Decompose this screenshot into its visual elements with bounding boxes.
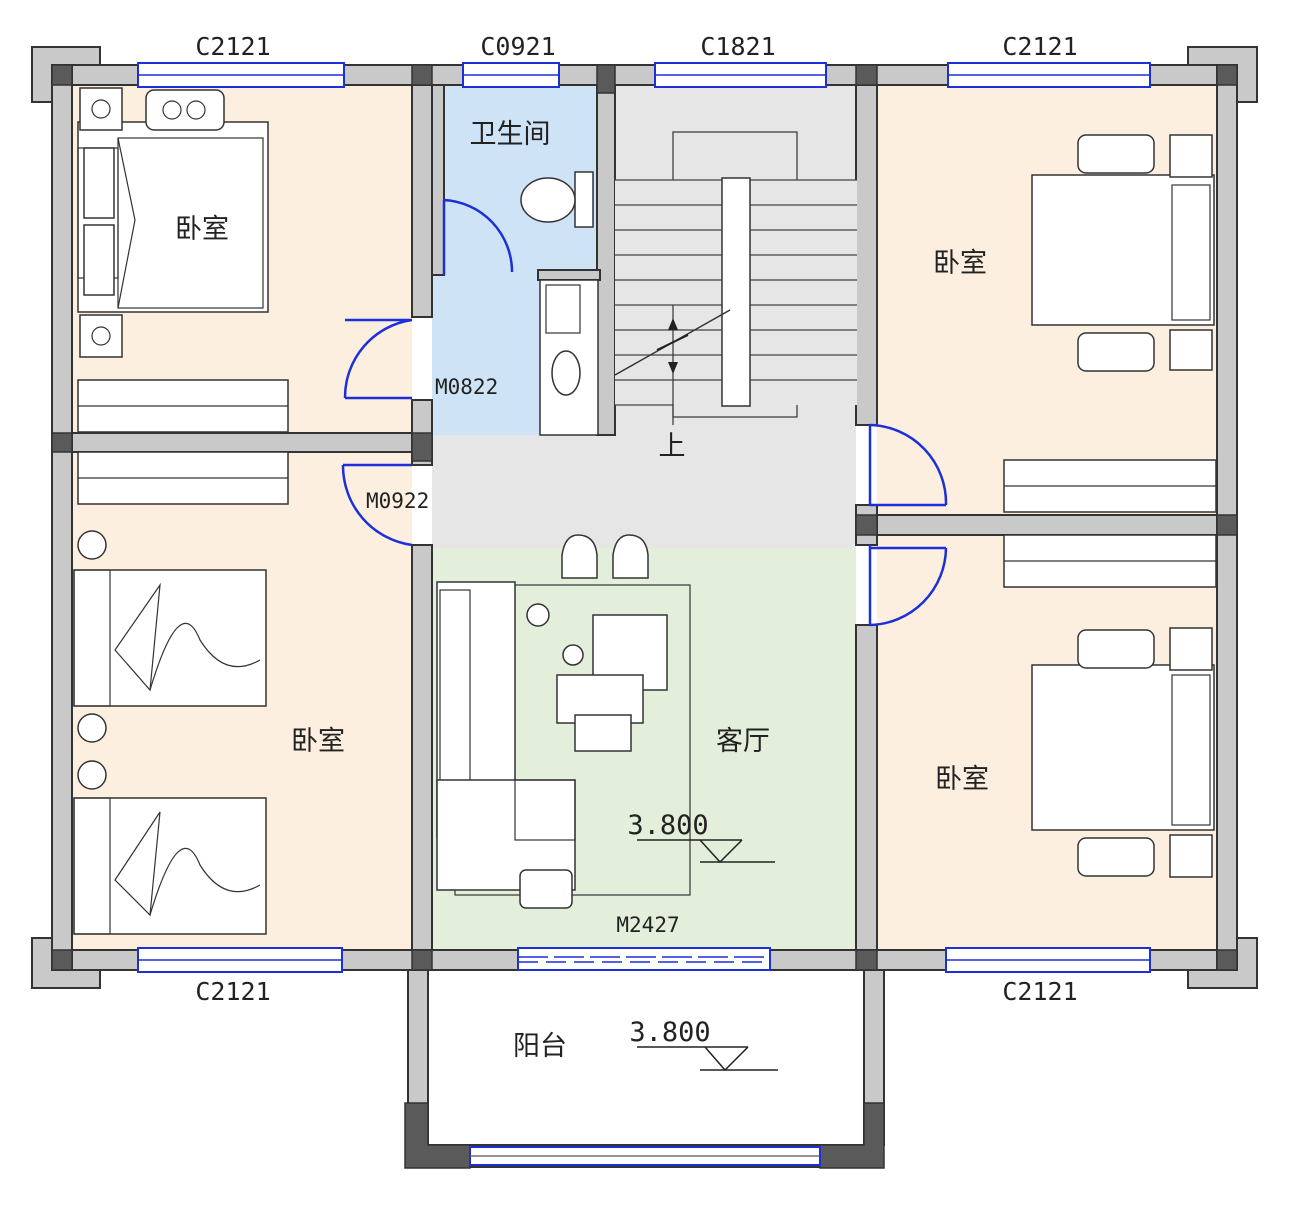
armchair [145,89,225,131]
wall-v-right-lower [855,624,878,951]
window-label-top-left: C2121 [195,32,270,61]
lamp [77,760,107,790]
column-balcony-right [819,1102,885,1169]
room-label-bedroom-nw: 卧室 [175,214,229,245]
nightstand [79,314,123,358]
chaise [436,779,576,891]
wall-v-right-upper [855,84,878,426]
room-label-balcony: 阳台 [513,1031,567,1062]
room-label-living: 客厅 [716,726,770,757]
stair-up-label: 上 [659,431,686,462]
elevation-label-balcony: 3.800 [629,1017,710,1048]
chair [574,714,632,752]
room-label-bathroom: 卫生间 [470,119,551,150]
column [1216,514,1238,536]
columns [51,64,1238,1169]
door-m0922 [341,463,413,547]
wall-v-left-lower [411,544,433,951]
column [411,949,433,971]
door-label-m2427: M2427 [616,913,679,937]
double-bed [1031,174,1215,326]
wall-v-stair-left [596,84,616,436]
column [855,64,878,86]
column [51,432,73,453]
side-table [562,644,584,666]
armchair [1077,332,1155,372]
bar-stool [561,534,598,579]
door-bath [442,198,514,275]
column [855,514,878,536]
armchair [1077,629,1155,669]
balcony-floor [428,970,864,1145]
column [411,64,433,86]
window-label-top-stair: C1821 [700,32,775,61]
wall-h-right-beds [876,514,1218,536]
pier-sw [31,937,101,989]
door-label-m0922: M0922 [366,489,429,513]
door-label-m0822: M0822 [435,375,498,399]
stair-well [721,177,751,407]
wall-h-bath-bottom [537,269,601,281]
doors [341,198,948,627]
column [411,432,433,462]
wall-v-left-upper [411,84,433,318]
armchair [1077,134,1155,174]
stairs [614,131,857,425]
nightstand [1169,627,1213,671]
nightstand [1169,134,1213,178]
column [1216,64,1238,86]
side-table [526,603,550,627]
toilet-tank [574,171,594,228]
window-label-top-bath: C0921 [480,32,555,61]
wall-left [51,64,73,971]
door-m0822 [343,318,413,400]
pillow [83,224,115,296]
labels: C2121 C0921 C1821 C2121 C2121 C2121 M082… [175,32,1078,1062]
bathroom-fixtures [520,171,599,436]
door-balcony-slider [517,947,771,971]
column [51,64,73,86]
elevation-markers [637,839,778,1072]
armchair [1077,837,1155,877]
window-label-bottom-right: C2121 [1002,977,1077,1006]
door-ne [868,423,948,507]
wall-h-left-beds [71,432,413,453]
bedroom-ne-furniture [1003,134,1217,513]
wall-bath-partition [431,84,445,276]
double-bed [1031,664,1215,831]
nightstand [1169,834,1213,878]
bar-stool [612,534,649,579]
column [855,949,878,971]
single-bed [73,797,267,935]
sink [551,350,581,396]
armchair [519,869,573,909]
column [596,64,616,94]
lamp [77,530,107,560]
column-balcony-left [404,1102,471,1169]
bedroom-sw-furniture [73,451,289,935]
living-furniture [436,534,691,909]
lamp [77,713,107,743]
elevation-label-living: 3.800 [627,810,708,841]
room-label-bedroom-sw: 卧室 [291,726,345,757]
bedroom-se-furniture [1003,534,1217,878]
nightstand [79,87,123,131]
door-se [868,545,948,627]
nightstand [1169,329,1213,371]
toilet-bowl [520,177,576,223]
window-label-top-right: C2121 [1002,32,1077,61]
windows [137,62,1151,1166]
room-label-bedroom-ne: 卧室 [933,248,987,279]
bedroom-nw-furniture [77,87,289,433]
column [1216,949,1238,971]
pier-ne [1187,46,1258,103]
column [51,949,73,971]
room-label-bedroom-se: 卧室 [935,764,989,795]
window-label-bottom-left: C2121 [195,977,270,1006]
pillow [83,147,115,219]
